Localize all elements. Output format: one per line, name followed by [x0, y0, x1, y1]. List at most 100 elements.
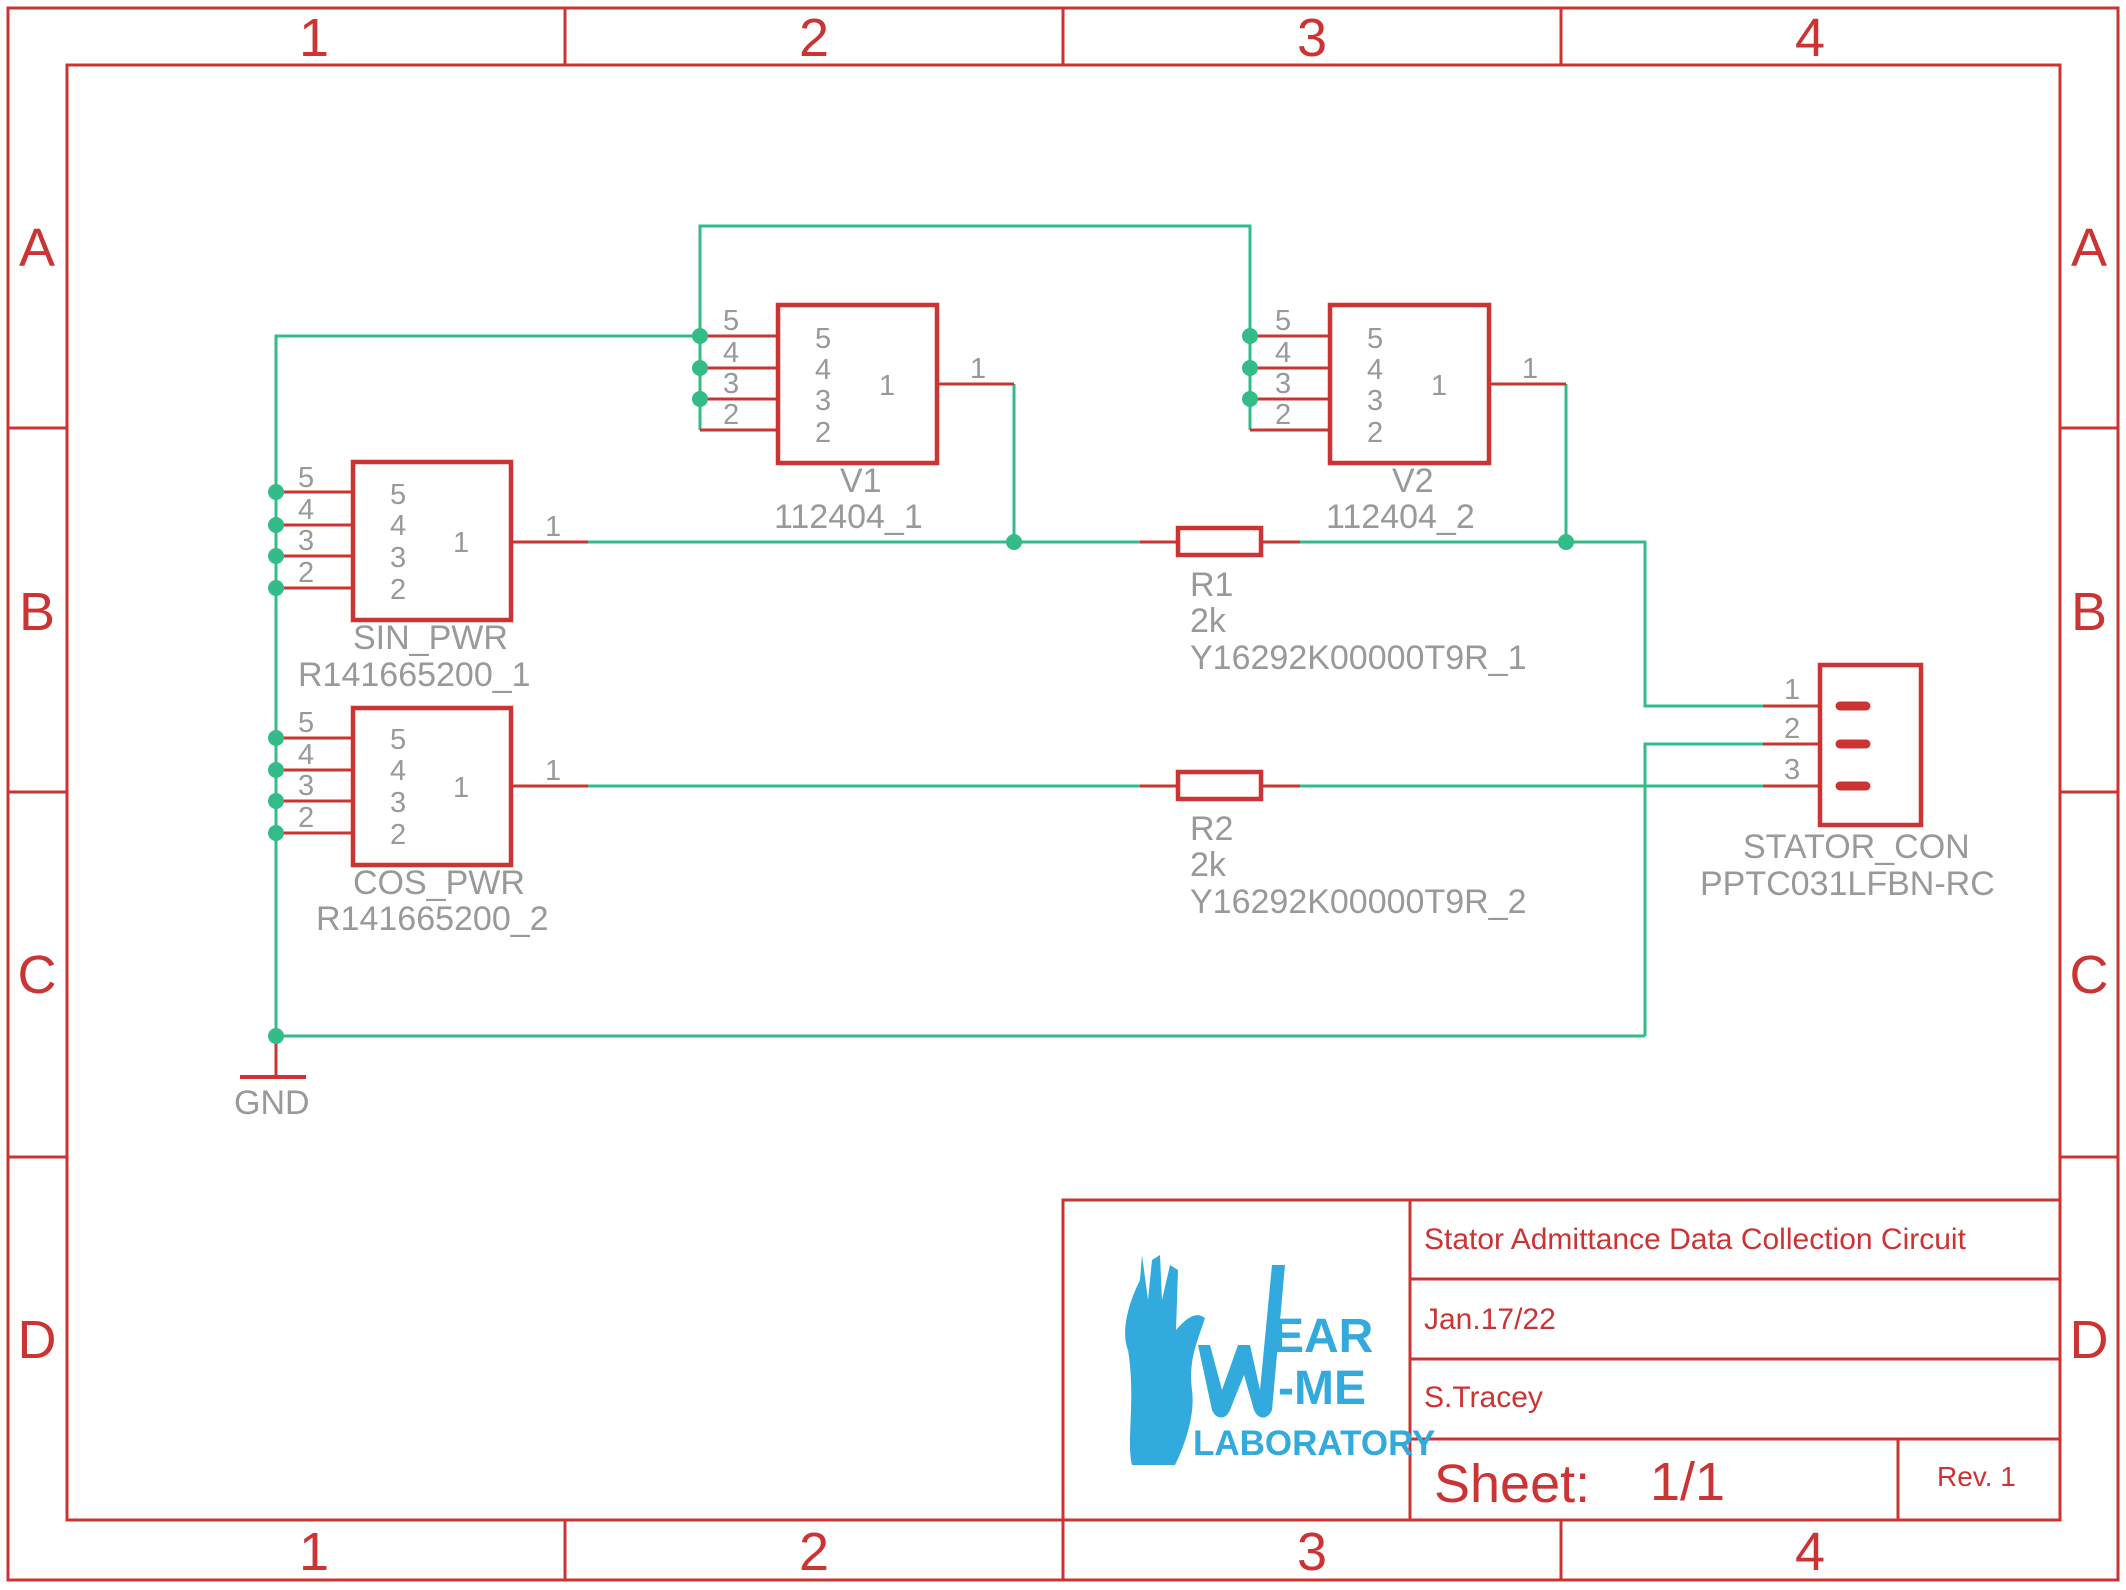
logo-text-line3: LABORATORY	[1193, 1424, 1435, 1463]
ground-label: GND	[234, 1084, 310, 1122]
part-number: Y16292K00000T9R_1	[1190, 639, 1527, 677]
wire-stator-pin2	[1643, 742, 1763, 1036]
pin-label: 3	[815, 385, 831, 417]
junction-dot	[268, 484, 284, 500]
company-logo: EAR -ME LABORATORY	[1125, 1255, 1435, 1465]
pin-label: 1	[1522, 353, 1538, 385]
pin-label: 5	[390, 724, 406, 756]
part-name: STATOR_CON	[1743, 828, 1970, 866]
pin-label: 2	[1784, 713, 1800, 745]
pin-label: 5	[298, 462, 314, 494]
pin-label: 5	[1275, 305, 1291, 337]
junction-dot	[268, 762, 284, 778]
column-label: 3	[1297, 1522, 1327, 1582]
junction-dot	[1242, 391, 1258, 407]
w-letter-icon	[1198, 1265, 1285, 1418]
wire-r1-to-stator	[1300, 540, 1763, 708]
part-r1[interactable]: R1 2k Y16292K00000T9R_1	[1140, 525, 1527, 677]
pin-label: 1	[879, 370, 895, 402]
pin-label: 4	[1367, 354, 1383, 386]
part-r2[interactable]: R2 2k Y16292K00000T9R_2	[1140, 769, 1527, 921]
part-v1[interactable]: 5 4 3 2 5 4 3 2 1 1 V1 112404_1	[700, 302, 1014, 536]
part-sin-pwr[interactable]: 5 4 3 2 5 4 3 2 1 1 SIN_PWR R141665200_1	[276, 459, 588, 694]
row-label: A	[19, 218, 55, 278]
junction-dot	[268, 793, 284, 809]
pin-label: 4	[723, 337, 739, 369]
logo-text-line2: -ME	[1278, 1362, 1366, 1415]
pin-label: 3	[1367, 385, 1383, 417]
column-label: 2	[799, 8, 829, 68]
sheet-label: Sheet:	[1434, 1454, 1590, 1514]
hand-icon	[1125, 1255, 1205, 1465]
junction-dot	[268, 517, 284, 533]
sheet-number: 1/1	[1650, 1452, 1725, 1512]
column-labels-top: 1 2 3 4	[299, 8, 1825, 68]
revision-label: Rev. 1	[1937, 1461, 2016, 1492]
part-name: SIN_PWR	[353, 619, 508, 657]
column-label: 2	[799, 1522, 829, 1582]
pin-label: 4	[298, 739, 314, 771]
junction-dot	[1006, 534, 1022, 550]
junction-dot	[1558, 534, 1574, 550]
part-stator-con[interactable]: 1 2 3 STATOR_CON PPTC031LFBN-RC	[1700, 662, 1995, 903]
pin-label: 2	[1275, 399, 1291, 431]
pin-label: 3	[390, 787, 406, 819]
row-label: A	[2071, 218, 2107, 278]
pin-label: 3	[390, 542, 406, 574]
pin-label: 2	[1367, 417, 1383, 449]
logo-text-line1: EAR	[1272, 1310, 1373, 1363]
part-value: 112404_1	[774, 498, 923, 536]
pin-label: 4	[298, 494, 314, 526]
junction-dot	[1242, 328, 1258, 344]
pin-label: 1	[453, 772, 469, 804]
pin-label: 1	[970, 353, 986, 385]
part-v2[interactable]: 5 4 3 2 5 4 3 2 1 1 V2 112404_2	[1250, 302, 1566, 536]
column-labels-bottom: 1 2 3 4	[299, 1522, 1825, 1582]
row-label: C	[2070, 945, 2109, 1005]
part-name: R1	[1190, 566, 1233, 604]
junction-dot	[268, 1028, 284, 1044]
drawing-title: Stator Admittance Data Collection Circui…	[1424, 1223, 1967, 1256]
junction-dot	[268, 580, 284, 596]
pin-label: 1	[1784, 674, 1800, 706]
part-name: V2	[1392, 462, 1434, 500]
row-labels-left: A B C D	[18, 218, 57, 1370]
junction-dot	[692, 328, 708, 344]
row-label: B	[2071, 582, 2107, 642]
pin-label: 1	[545, 755, 561, 787]
pin-label: 2	[390, 819, 406, 851]
pin-label: 1	[453, 527, 469, 559]
pin-label: 4	[1275, 337, 1291, 369]
pin-label: 3	[1784, 754, 1800, 786]
pin-label: 3	[1275, 368, 1291, 400]
pin-label: 5	[815, 323, 831, 355]
part-value: 112404_2	[1326, 498, 1475, 536]
part-value: R141665200_2	[316, 900, 549, 938]
row-label: D	[2070, 1310, 2109, 1370]
row-labels-right: A B C D	[2070, 218, 2109, 1370]
ground-symbol[interactable]: GND	[234, 1036, 310, 1122]
pin-label: 2	[298, 557, 314, 589]
pin-label: 2	[723, 399, 739, 431]
row-label: D	[18, 1310, 57, 1370]
pin-label: 5	[1367, 323, 1383, 355]
pin-label: 2	[390, 574, 406, 606]
column-label: 3	[1297, 8, 1327, 68]
junctions	[268, 328, 1574, 1044]
wire-top-bus	[698, 224, 1252, 336]
row-label: C	[18, 945, 57, 1005]
junction-dot	[268, 730, 284, 746]
part-name: COS_PWR	[353, 864, 525, 902]
part-name: V1	[840, 462, 882, 500]
part-value: R141665200_1	[298, 656, 531, 694]
pin-label: 3	[298, 525, 314, 557]
part-value: 2k	[1190, 846, 1227, 884]
junction-dot	[1242, 360, 1258, 376]
pin-label: 2	[298, 802, 314, 834]
pin-label: 4	[390, 510, 406, 542]
pin-label: 5	[298, 707, 314, 739]
drawing-author: S.Tracey	[1424, 1381, 1543, 1414]
part-cos-pwr[interactable]: 5 4 3 2 5 4 3 2 1 1 COS_PWR R141665200_2	[276, 705, 588, 938]
pin-label: 1	[545, 511, 561, 543]
row-label: B	[19, 582, 55, 642]
